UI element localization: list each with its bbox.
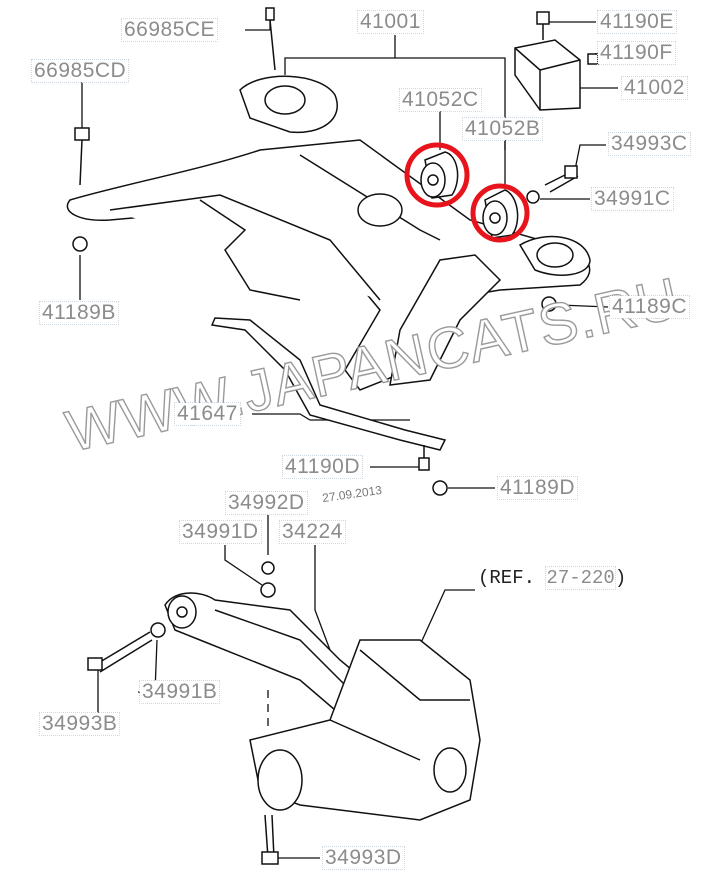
part-label-66985CE[interactable]: 66985CE	[120, 18, 219, 42]
reference-number[interactable]: 27-220	[545, 566, 616, 590]
part-label-34993C[interactable]: 34993C	[608, 132, 691, 156]
part-label-34991B[interactable]: 34991B	[138, 680, 221, 704]
part-label-41189B[interactable]: 41189B	[39, 301, 119, 325]
bracket-41002	[514, 39, 581, 111]
bushing-41052B	[482, 189, 519, 239]
part-label-34991D[interactable]: 34991D	[179, 520, 262, 544]
part-label-41647[interactable]: 41647	[174, 402, 241, 426]
part-label-41052C[interactable]: 41052C	[399, 88, 482, 112]
part-label-34992D[interactable]: 34992D	[225, 491, 308, 515]
part-label-41189D[interactable]: 41189D	[496, 476, 579, 500]
part-label-41190D[interactable]: 41190D	[281, 455, 364, 479]
part-label-41190F[interactable]: 41190F	[597, 41, 676, 65]
bushing-41052C	[420, 151, 459, 199]
bolts-nuts	[72, 7, 599, 865]
part-label-34993D[interactable]: 34993D	[322, 846, 405, 870]
rear-crossmember-41001	[66, 75, 591, 451]
part-label-34991C[interactable]: 34991C	[591, 187, 674, 211]
part-label-41001[interactable]: 41001	[357, 10, 424, 34]
part-label-41189C[interactable]: 41189C	[608, 295, 691, 319]
part-label-34993B[interactable]: 34993B	[38, 712, 121, 736]
part-label-41052B[interactable]: 41052B	[461, 117, 544, 141]
reference-prefix: (REF.	[478, 567, 536, 589]
part-label-34224[interactable]: 34224	[279, 520, 346, 544]
reference-label[interactable]: (REF. 27-220)	[478, 566, 627, 590]
part-label-41190E[interactable]: 41190E	[597, 10, 677, 34]
differential-ref-27-220	[249, 639, 481, 821]
part-label-41002[interactable]: 41002	[621, 76, 688, 100]
highlight-circles	[404, 142, 530, 243]
reference-suffix: )	[614, 567, 627, 589]
part-label-66985CD[interactable]: 66985CD	[30, 59, 130, 83]
